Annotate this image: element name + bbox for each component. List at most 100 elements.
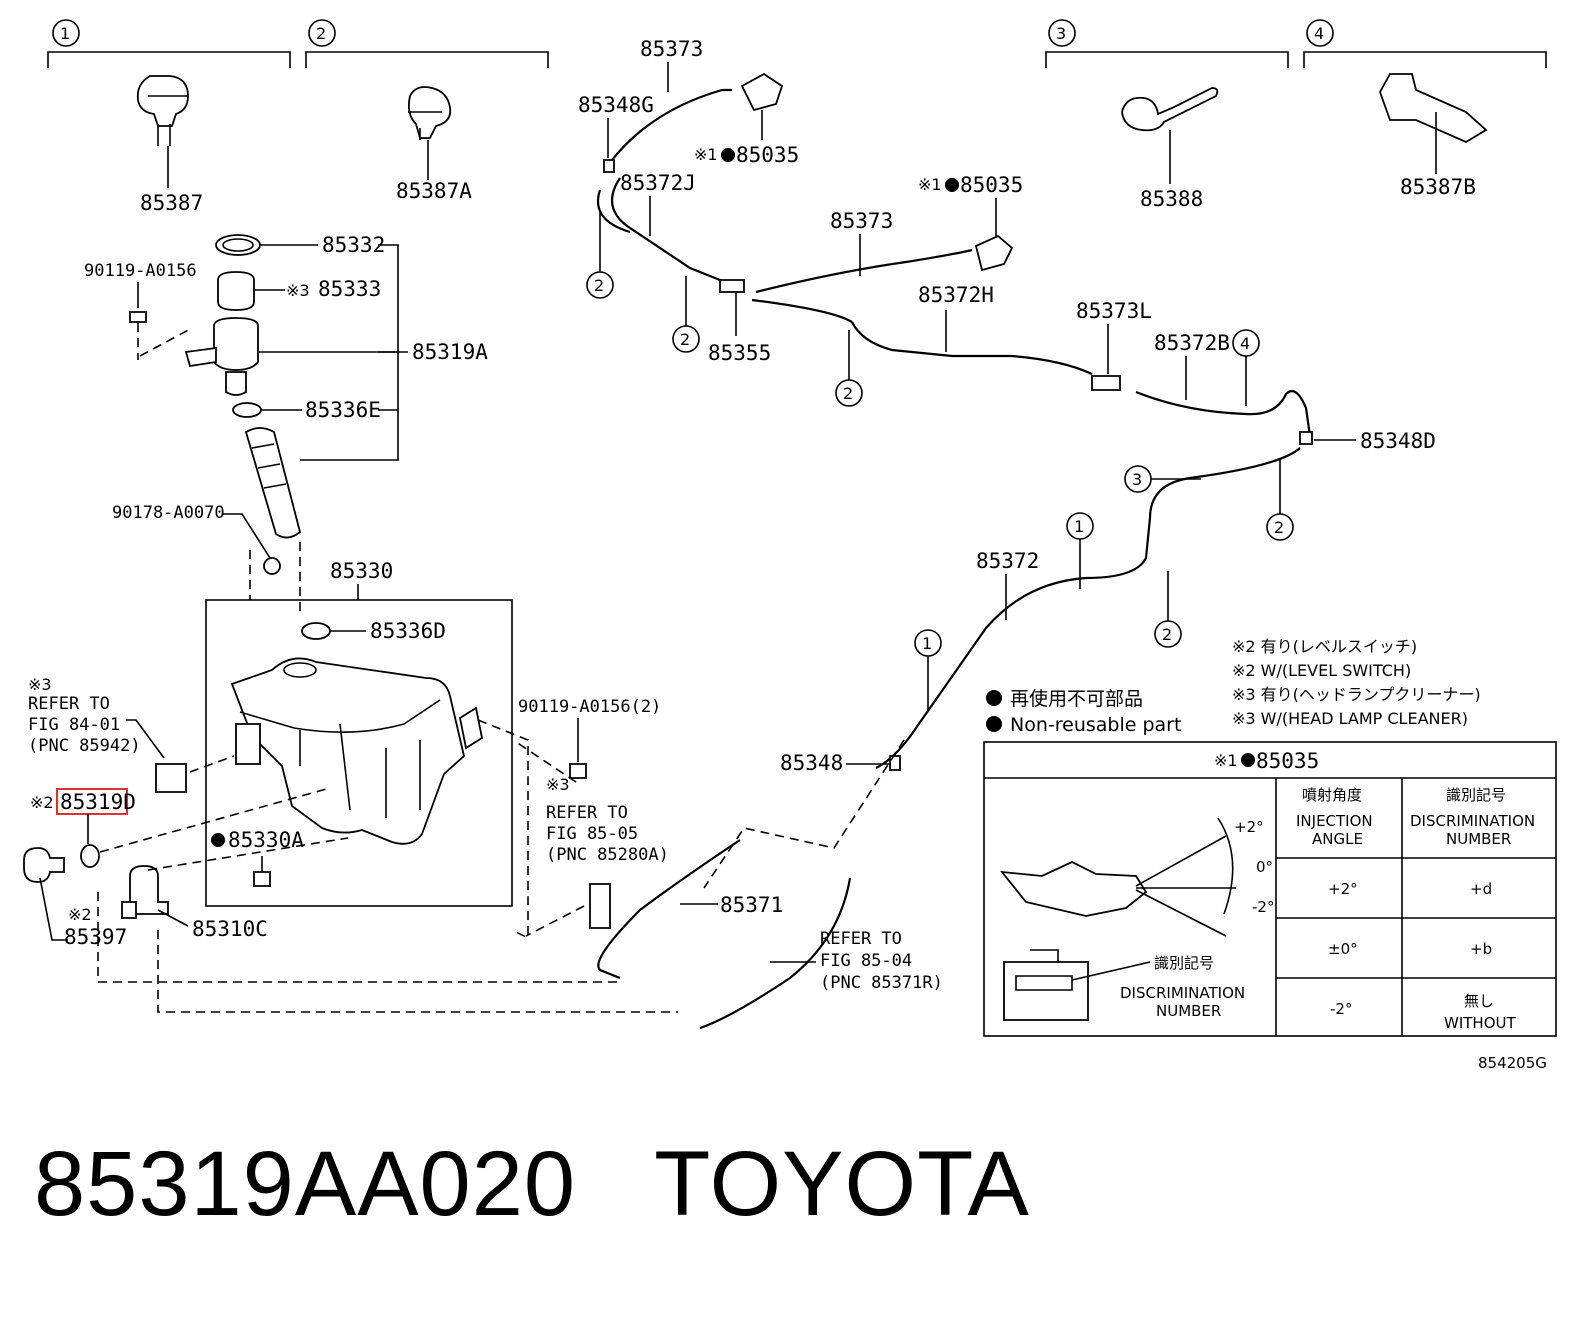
note-2: ※2 W/(LEVEL SWITCH) [1232,661,1411,680]
refer2-line1: REFER TO [546,803,628,823]
note-x2-85319D: ※2 [30,793,54,812]
callout-4: 4 [1314,24,1324,43]
label-85372: 85372 [976,549,1039,573]
highlight-box [56,788,128,815]
group-bracket-4: 4 85387B [1303,19,1547,199]
injection-table: ※1 85035 噴射角度 INJECTION ANGLE 識別記号 DISCR… [983,741,1557,1037]
refer3-line1: REFER TO [820,929,902,949]
refer2-line2: FIG 85-05 [546,824,638,844]
callout-1: 1 [60,24,70,43]
label-90119-A0156-2: 90119-A0156(2) [518,697,661,717]
tank-assembly: 85330 85336D 85330A [205,559,513,907]
note-1: ※2 有り(レベルスイッチ) [1232,637,1417,656]
callout-4-a: 4 [1240,334,1250,353]
callout-2-a: 2 [594,276,604,295]
note-x1-a: ※1 [694,145,718,164]
note-x1-b: ※1 [918,175,942,194]
col1-jp: 噴射角度 [1302,786,1362,804]
label-85348G: 85348G [578,93,654,117]
label-85371: 85371 [720,893,783,917]
disc-en1: DISCRIMINATION [1120,984,1245,1002]
callout-2-d: 2 [1274,518,1284,537]
col2-en2: NUMBER [1446,830,1511,848]
callout-3: 3 [1056,24,1066,43]
right-of-tank: 90119-A0156(2) ※3 REFER TO FIG 85-05 (PN… [477,697,669,940]
callout-1-a: 1 [1074,517,1084,536]
callout-1-b: 1 [922,634,932,653]
refer3-line3: (PNC 85371R) [820,973,943,993]
row1-angle: +2° [1328,880,1358,898]
label-85373-mid: 85373 [830,209,893,233]
label-85348D: 85348D [1360,429,1436,453]
label-85330A: 85330A [228,828,304,852]
col1-en1: INJECTION [1296,812,1373,830]
label-85035-a: 85035 [736,143,799,167]
left-parts: ※3 REFER TO FIG 84-01 (PNC 85942) ※2 853… [23,675,678,1013]
row3-mark: 無し [1464,992,1494,1010]
callout-2-c: 2 [843,384,853,403]
angle-zero: 0° [1256,858,1273,876]
callout-2-e: 2 [1162,625,1172,644]
row1-mark: +d [1470,880,1492,898]
legend-jp: 再使用不可部品 [1010,688,1143,710]
col2-jp: 識別記号 [1446,786,1506,804]
refer3-line2: FIG 85-04 [820,951,912,971]
refer1-line1: REFER TO [28,694,110,714]
label-85387A: 85387A [396,179,472,203]
angle-minus: -2° [1252,898,1274,916]
table-header-note: ※1 [1214,751,1238,770]
refer2-line3: (PNC 85280A) [546,845,669,865]
label-85355: 85355 [708,341,771,365]
row3-mark2: WITHOUT [1444,1014,1516,1032]
label-85348: 85348 [780,751,843,775]
table-header-part: 85035 [1256,749,1319,773]
refer1-line3: (PNC 85942) [28,736,141,756]
label-85319D[interactable]: 85319D [60,790,136,814]
figure-id: 854205G [1478,1054,1547,1072]
group-bracket-1: 1 85387 [47,19,291,215]
note-x2-85397: ※2 [68,905,92,924]
refer1-line2: FIG 84-01 [28,715,120,735]
label-85319A: 85319A [412,340,488,364]
callout-2-b: 2 [680,330,690,349]
label-85387B: 85387B [1400,175,1476,199]
part-number-caption: 85319AA020 TOYOTA [34,1133,1030,1235]
notes: ※2 有り(レベルスイッチ) ※2 W/(LEVEL SWITCH) ※3 有り… [986,637,1481,736]
note-x3-85333: ※3 [286,281,310,300]
legend-en: Non-reusable part [1010,714,1181,736]
row3-angle: -2° [1330,1000,1352,1018]
group-bracket-2: 2 85387A [305,19,549,203]
label-85388: 85388 [1140,187,1203,211]
label-85397: 85397 [64,925,127,949]
col2-en1: DISCRIMINATION [1410,812,1535,830]
label-85330: 85330 [330,559,393,583]
label-85336D: 85336D [370,619,446,643]
disc-en2: NUMBER [1156,1002,1221,1020]
callout-3-a: 3 [1132,470,1142,489]
note-4: ※3 W/(HEAD LAMP CLEANER) [1232,709,1468,728]
row2-mark: +b [1470,940,1492,958]
label-90178-A0070: 90178-A0070 [112,503,225,523]
label-85372H: 85372H [918,283,994,307]
note-3: ※3 有り(ヘッドランプクリーナー) [1232,685,1481,704]
hose-routing: 85373 85348G ※1 85035 85372J 2 2 ※1 8503… [578,37,1436,1030]
label-85373-top: 85373 [640,37,703,61]
label-85310C: 85310C [192,917,268,941]
label-90119-A0156: 90119-A0156 [84,261,197,281]
angle-plus: +2° [1234,818,1264,836]
disc-jp: 識別記号 [1154,954,1214,972]
label-85336E: 85336E [305,398,381,422]
label-85387: 85387 [140,191,203,215]
col1-en2: ANGLE [1312,830,1363,848]
refer2-note: ※3 [546,775,570,794]
label-85372J: 85372J [620,171,696,195]
row2-angle: ±0° [1328,940,1358,958]
label-85333: 85333 [318,277,381,301]
label-85372B: 85372B [1154,331,1230,355]
refer1-note: ※3 [28,675,52,694]
callout-2: 2 [316,24,326,43]
inlet-assembly: 85332 ※3 85333 85319A 90119-A0156 85336E… [84,233,488,612]
label-85373L: 85373L [1076,299,1152,323]
label-85035-b: 85035 [960,173,1023,197]
